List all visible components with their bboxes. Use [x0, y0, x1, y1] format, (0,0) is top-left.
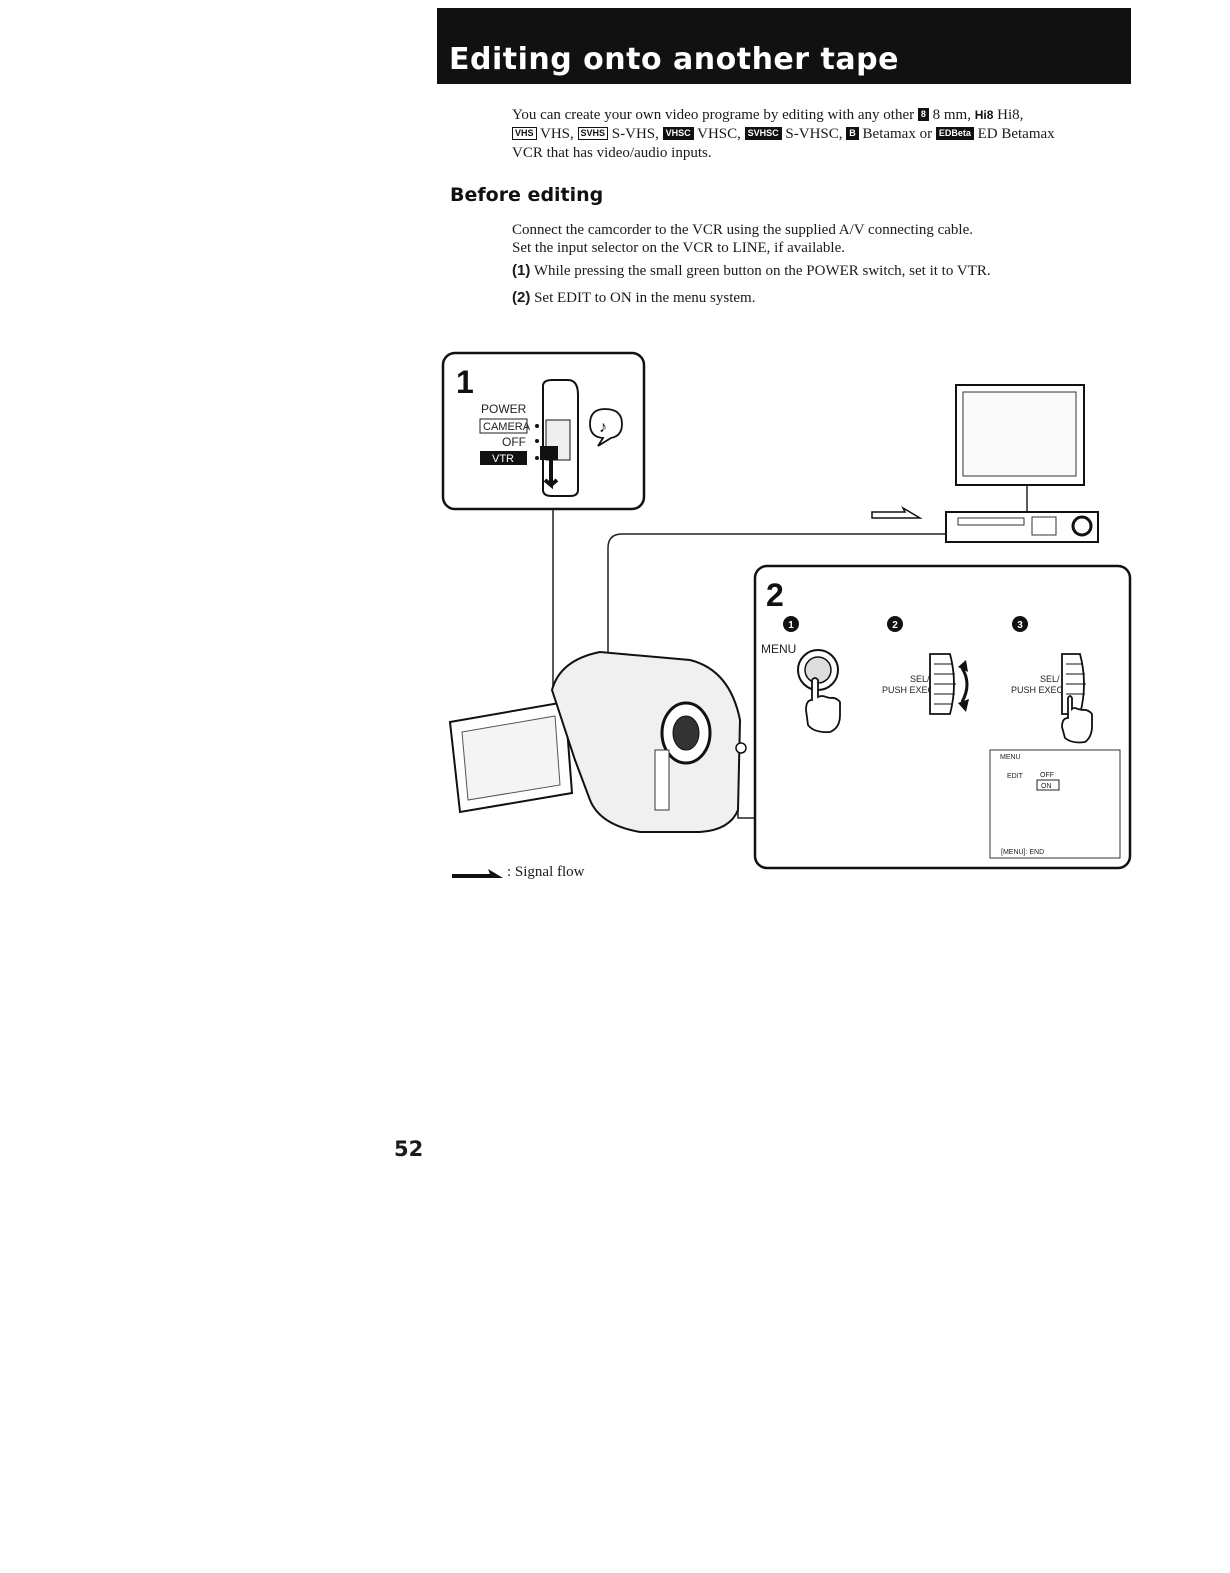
section-heading: Before editing [450, 184, 604, 206]
push-exec-label-1: PUSH EXEC [882, 685, 935, 695]
page-title: Editing onto another tape [449, 42, 899, 77]
ed-betamax-badge: EDBeta [935, 127, 974, 140]
betamax-badge: B [846, 127, 859, 140]
off-label: OFF [502, 435, 526, 449]
screen-item-edit: EDIT [1007, 773, 1024, 780]
panel-2: 2 1 2 3 MENU SEL/ PUSH EXEC S [753, 564, 1132, 870]
menu-button-icon [797, 649, 839, 691]
instruction-line-2: Set the input selector on the VCR to LIN… [512, 240, 845, 256]
intro-line-1: You can create your own video programe b… [512, 105, 1023, 125]
format-betamax: Betamax or [862, 126, 933, 142]
svg-text:♪: ♪ [599, 419, 607, 436]
pointing-hand-icon [805, 677, 841, 734]
beep-sound-icon: ♪ [589, 408, 623, 447]
step-1: (1) While pressing the small green butto… [512, 261, 991, 281]
power-switch-icon [540, 379, 579, 497]
instruction-line-1: Connect the camcorder to the VCR using t… [512, 222, 974, 238]
format-8mm: 8 mm, [932, 107, 971, 123]
step-c-number: 3 [1017, 620, 1023, 631]
intro-line-2: VHS VHS, SVHS S-VHS, VHSC VHSC, SVHSC S-… [512, 124, 1055, 144]
legend-text: : Signal flow [507, 864, 585, 880]
camera-label: CAMERA [483, 421, 531, 433]
format-vhs: VHS, [540, 126, 574, 142]
camcorder-icon [448, 650, 747, 833]
menu-button-label: MENU [761, 642, 796, 656]
intro-line-3: VCR that has video/audio inputs. [512, 145, 712, 161]
format-vhsc: VHSC, [697, 126, 741, 142]
screen-footer: [MENU]: END [1001, 849, 1044, 856]
step-b-number: 2 [892, 620, 898, 631]
menu-screen: MENU EDIT OFF ON [MENU]: END [989, 749, 1121, 859]
screen-option-off: OFF [1040, 772, 1054, 779]
screen-option-on: ON [1041, 783, 1052, 790]
vtr-label: VTR [492, 453, 514, 465]
8mm-badge: 8 [917, 108, 929, 121]
panel-1: 1 POWER CAMERA OFF VTR ♪ [441, 351, 646, 511]
intro-text: You can create your own video programe b… [512, 107, 915, 123]
step-1-number: (1) [512, 262, 531, 279]
vhsc-badge: VHSC [662, 127, 694, 140]
panel-1-number: 1 [456, 364, 474, 400]
format-ed-betamax: ED Betamax [977, 126, 1055, 142]
tv-vcr-icon [945, 384, 1099, 543]
title-bar: Editing onto another tape [437, 8, 1131, 84]
svhs-badge: SVHS [577, 127, 609, 140]
push-exec-label-2: PUSH EXEC [1011, 685, 1064, 695]
format-svhsc: S-VHSC, [785, 126, 843, 142]
dial-icon-2 [1061, 653, 1086, 715]
power-label: POWER [481, 402, 527, 416]
sel-label-2: SEL/ [1040, 674, 1060, 684]
sel-label-1: SEL/ [910, 674, 930, 684]
step-1-text: While pressing the small green button on… [533, 263, 991, 279]
step-2-text: Set EDIT to ON in the menu system. [534, 290, 756, 306]
hi8-badge: Hi8 [974, 108, 994, 122]
dial-icon-1 [929, 653, 956, 715]
step-2-number: (2) [512, 289, 531, 306]
screen-title: MENU [1000, 754, 1021, 761]
panel-2-number: 2 [766, 577, 784, 613]
rotate-arrow-icon [958, 660, 969, 712]
format-svhs: S-VHS, [611, 126, 659, 142]
step-2: (2) Set EDIT to ON in the menu system. [512, 288, 755, 308]
pressing-hand-icon [1061, 695, 1093, 744]
page-number: 52 [394, 1137, 424, 1161]
step-a-number: 1 [788, 620, 794, 631]
format-hi8: Hi8, [997, 107, 1024, 123]
signal-flow-arrow-icon [871, 506, 923, 519]
legend-arrow-icon [452, 869, 503, 878]
svhsc-badge: SVHSC [744, 127, 782, 140]
vhs-badge: VHS [512, 127, 537, 140]
